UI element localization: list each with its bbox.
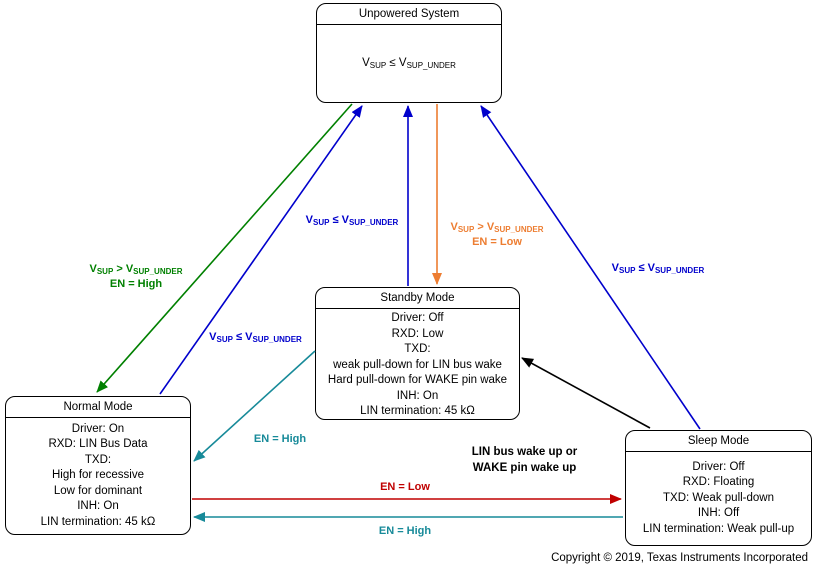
state-unpowered-system: Unpowered System VSUP ≤ VSUP_UNDER [316, 3, 502, 103]
state-body: Driver: On RXD: LIN Bus Data TXD: High f… [6, 418, 190, 534]
arrow-unpowered-to-normal [96, 103, 353, 393]
arrow-sleep-to-standby [521, 357, 651, 429]
state-line: RXD: LIN Bus Data [48, 438, 148, 451]
state-line: Driver: Off [391, 312, 444, 324]
edge-label-standby-to-unpowered: VSUP ≤ VSUP_UNDER [297, 213, 407, 228]
condition-text: VSUP > VSUP_UNDER [450, 221, 544, 234]
edge-label-sleep-to-unpowered: VSUP ≤ VSUP_UNDER [603, 261, 713, 276]
state-line: TXD: [84, 453, 112, 466]
state-body: VSUP ≤ VSUP_UNDER [317, 25, 501, 102]
state-title: Sleep Mode [626, 431, 811, 452]
state-line: LIN termination: 45 kΩ [40, 515, 156, 528]
state-line: VSUP ≤ VSUP_UNDER [362, 56, 456, 70]
state-line: INH: On [77, 500, 119, 513]
state-body: Driver: Off RXD: Floating TXD: Weak pull… [626, 452, 811, 545]
state-line: INH: Off [697, 507, 740, 520]
condition-text: EN = High [253, 433, 307, 445]
state-title: Normal Mode [6, 397, 190, 418]
state-line: Driver: Off [692, 460, 745, 473]
state-line: weak pull-down for LIN bus wake [333, 358, 502, 371]
state-line: LIN termination: 45 kΩ [360, 405, 475, 417]
edge-label-sleep-to-normal: EN = High [360, 524, 450, 539]
state-line: TXD: [404, 343, 431, 355]
condition-text: VSUP ≤ VSUP_UNDER [611, 262, 705, 275]
condition-text: EN = Low [472, 236, 522, 248]
state-line: TXD: Weak pull-down [663, 491, 774, 504]
condition-text: VSUP > VSUP_UNDER [89, 263, 183, 276]
edge-label-sleep-to-standby: LIN bus wake up or WAKE pin wake up [452, 444, 597, 476]
state-line: INH: On [396, 389, 439, 402]
condition-text: EN = High [378, 525, 432, 537]
condition-text: EN = High [109, 278, 163, 290]
state-line: Driver: On [71, 422, 125, 435]
condition-text: VSUP ≤ VSUP_UNDER [209, 331, 302, 344]
edge-label-unpowered-to-standby: VSUP > VSUP_UNDER EN = Low [443, 220, 551, 250]
edge-label-unpowered-to-normal: VSUP > VSUP_UNDER EN = High [66, 262, 206, 292]
state-line: High for recessive [51, 469, 145, 482]
state-line: RXD: Floating [682, 476, 755, 489]
condition-text: EN = Low [380, 481, 430, 493]
arrow-standby-to-normal [193, 350, 316, 462]
copyright-notice: Copyright © 2019, Texas Instruments Inco… [551, 552, 808, 564]
state-line: RXD: Low [391, 327, 444, 340]
condition-text: LIN bus wake up or [471, 446, 578, 458]
state-sleep-mode: Sleep Mode Driver: Off RXD: Floating TXD… [625, 430, 812, 546]
condition-text: WAKE pin wake up [472, 462, 577, 474]
state-title: Standby Mode [316, 288, 519, 309]
state-line: LIN termination: Weak pull-up [642, 522, 795, 535]
state-normal-mode: Normal Mode Driver: On RXD: LIN Bus Data… [5, 396, 191, 535]
edge-label-normal-to-sleep: EN = Low [360, 480, 450, 495]
condition-text: VSUP ≤ VSUP_UNDER [305, 214, 399, 227]
edge-label-normal-to-unpowered: VSUP ≤ VSUP_UNDER [203, 330, 308, 345]
edge-label-standby-to-normal: EN = High [235, 432, 325, 447]
state-line: Hard pull-down for WAKE pin wake [327, 374, 508, 386]
state-body: Driver: Off RXD: Low TXD: weak pull-down… [316, 309, 519, 422]
state-line: Low for dominant [53, 484, 143, 497]
state-title: Unpowered System [317, 4, 501, 25]
state-standby-mode: Standby Mode Driver: Off RXD: Low TXD: w… [315, 287, 520, 420]
